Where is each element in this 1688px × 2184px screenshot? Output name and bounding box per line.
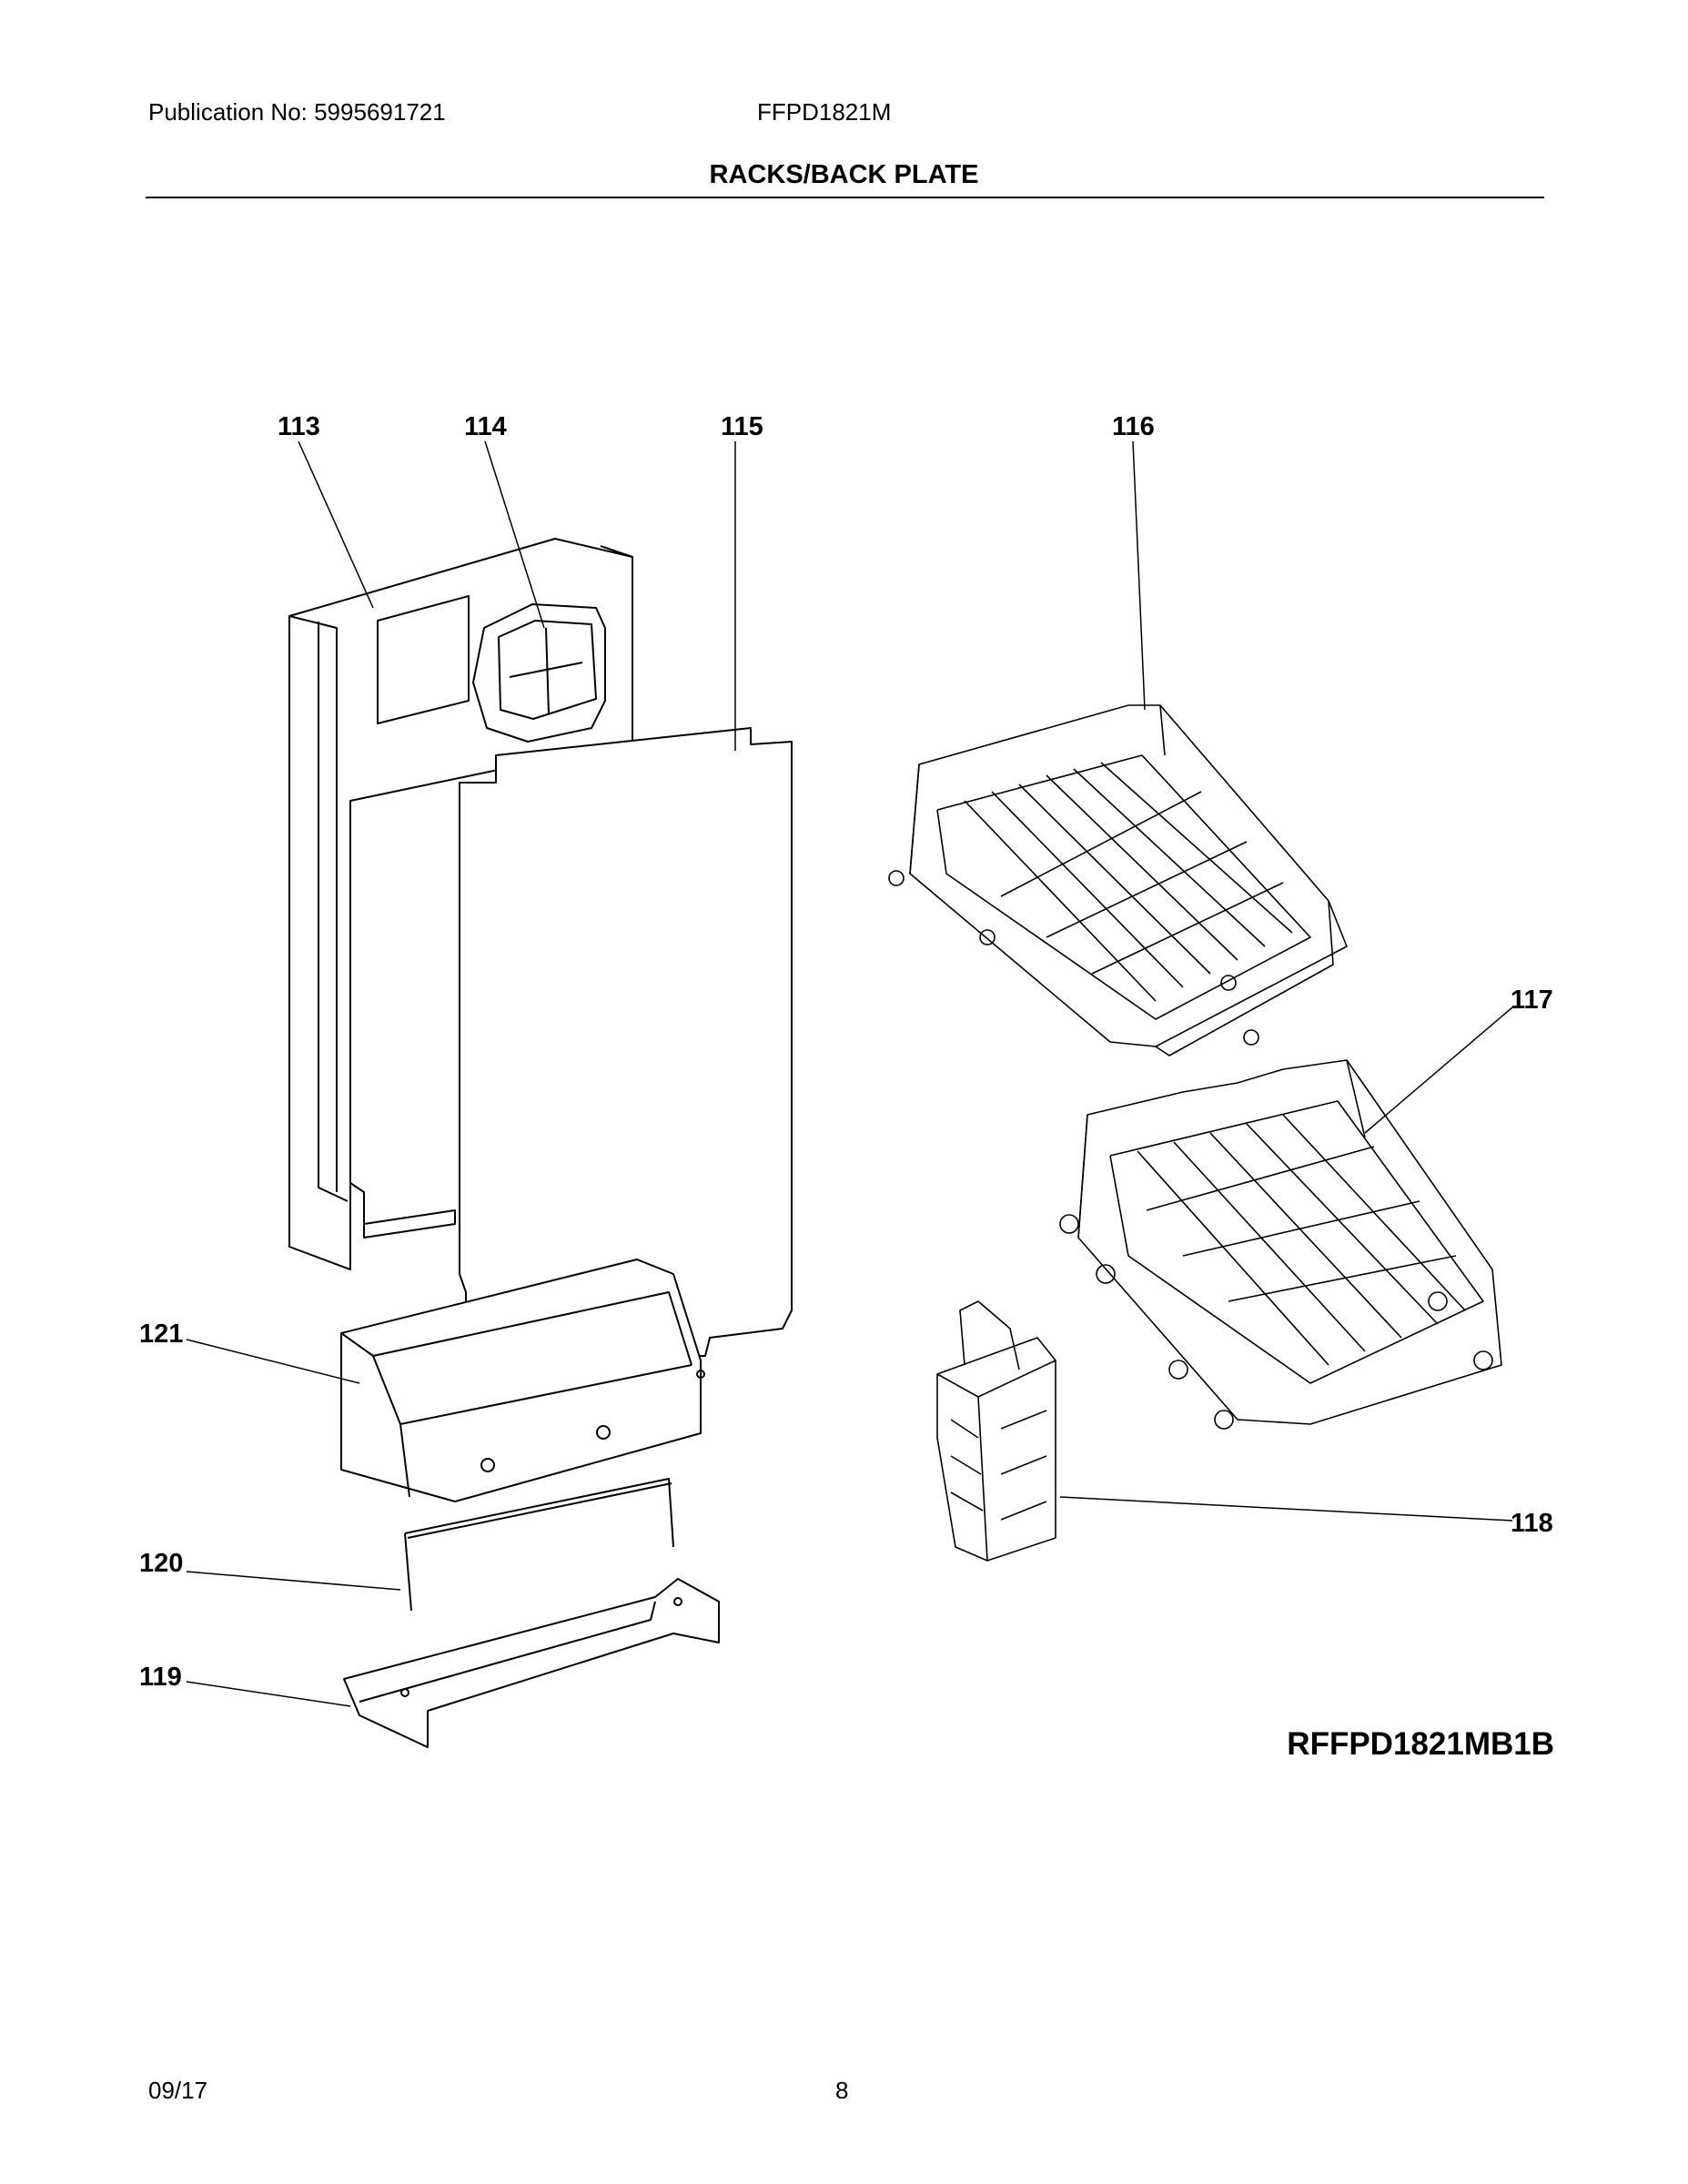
- callout-118: 118: [1511, 1509, 1553, 1538]
- publication-number: Publication No: 5995691721: [148, 98, 446, 126]
- callout-115: 115: [721, 412, 763, 441]
- plate-part: [459, 727, 793, 1357]
- upper-rack-part: [888, 704, 1348, 1057]
- callout-116: 116: [1112, 412, 1155, 441]
- leader-118: [1059, 1496, 1513, 1522]
- callout-113: 113: [278, 412, 320, 441]
- callout-121: 121: [139, 1320, 183, 1349]
- bracket-part: [472, 603, 606, 743]
- model-number: FFPD1821M: [757, 98, 892, 126]
- leader-114: [484, 440, 545, 629]
- leader-116: [1132, 440, 1146, 711]
- cover-part: [340, 1259, 705, 1502]
- wire-frame-part: [404, 1478, 674, 1612]
- cutlery-basket-part: [936, 1300, 1056, 1562]
- leader-119: [186, 1681, 351, 1707]
- leader-121: [186, 1339, 360, 1384]
- leader-117: [1364, 1006, 1513, 1134]
- leader-113: [298, 440, 374, 609]
- callout-120: 120: [139, 1549, 183, 1578]
- header-rule: [146, 197, 1544, 198]
- page-number: 8: [835, 2077, 849, 2104]
- drawing-code: RFFPD1821MB1B: [1287, 1726, 1554, 1762]
- callout-117: 117: [1511, 986, 1553, 1015]
- footer-date: 09/17: [148, 2077, 208, 2104]
- callout-114: 114: [464, 412, 507, 441]
- leader-120: [186, 1571, 401, 1591]
- page-title: RACKS/BACK PLATE: [709, 160, 979, 189]
- rail-part: [343, 1578, 720, 1748]
- lower-rack-part: [1059, 1059, 1502, 1430]
- callout-119: 119: [139, 1663, 182, 1692]
